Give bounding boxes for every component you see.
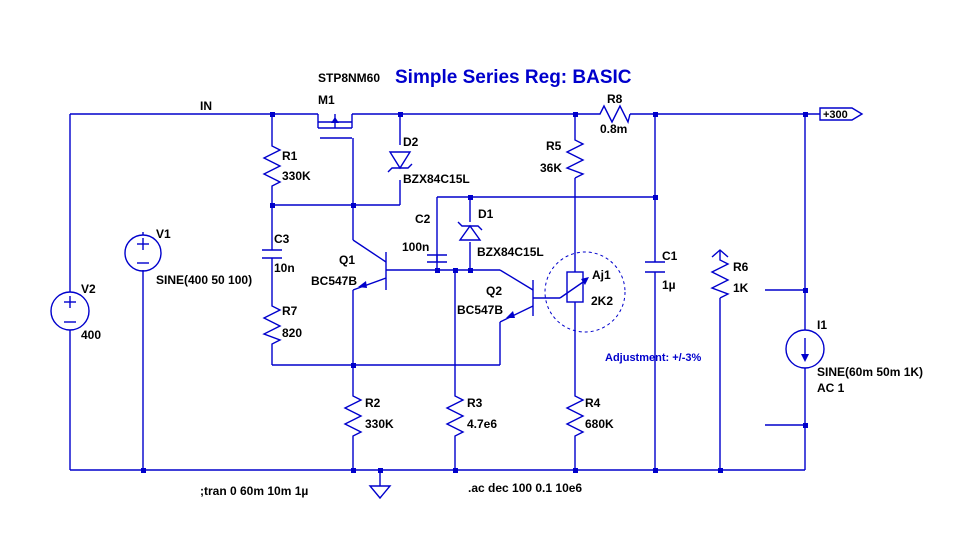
m1-model-label: STP8NM60: [318, 71, 380, 85]
r2-ref: R2: [365, 396, 381, 410]
junction: [803, 288, 808, 293]
m1-ref: M1: [318, 93, 335, 107]
potentiometer-aj1: Aj1 2K2 Adjustment: +/-3%: [544, 251, 701, 364]
junction: [573, 468, 578, 473]
c1-ref: C1: [662, 249, 678, 263]
r1-value: 330K: [282, 169, 311, 183]
junction: [653, 468, 658, 473]
c1-value: 1µ: [662, 278, 676, 292]
current-source-i1: I1 SINE(60m 50m 1K) AC 1: [785, 318, 923, 395]
q2-ref: Q2: [486, 284, 502, 298]
junction: [803, 423, 808, 428]
r8-ref: R8: [607, 92, 623, 106]
v2-value: 400: [81, 328, 101, 342]
c3-ref: C3: [274, 232, 290, 246]
junction: [653, 195, 658, 200]
r4-ref: R4: [585, 396, 601, 410]
i1-ref: I1: [817, 318, 827, 332]
v1-value: SINE(400 50 100): [156, 273, 252, 287]
junction: [573, 112, 578, 117]
junction: [141, 468, 146, 473]
output-port-flag: [819, 107, 864, 121]
wires: [69, 113, 820, 486]
junction: [351, 468, 356, 473]
i1-value: SINE(60m 50m 1K): [817, 365, 923, 379]
zener-d2: D2 BZX84C15L: [387, 135, 470, 186]
tran-directive: ;tran 0 60m 10m 1µ: [200, 484, 308, 498]
c2-value: 100n: [402, 240, 429, 254]
voltage-source-v2: V2 400: [50, 282, 101, 342]
junction: [453, 468, 458, 473]
schematic-title: Simple Series Reg: BASIC: [395, 67, 632, 88]
resistor-r6: R6 1K: [710, 249, 749, 299]
capacitor-c2: C2 100n: [402, 212, 447, 263]
r6-ref: R6: [733, 260, 749, 274]
zener-d1: D1 BZX84C15L: [457, 207, 544, 259]
r7-value: 820: [282, 326, 302, 340]
mosfet-m1: M1: [317, 93, 353, 139]
junction: [468, 268, 473, 273]
v2-ref: V2: [81, 282, 96, 296]
r5-ref: R5: [546, 139, 562, 153]
r1-ref: R1: [282, 149, 298, 163]
aj1-ref: Aj1: [592, 268, 611, 282]
r7-ref: R7: [282, 304, 298, 318]
junction: [435, 268, 440, 273]
r4-value: 680K: [585, 417, 614, 431]
resistor-r7: R7 820: [262, 300, 302, 345]
r6-value: 1K: [733, 281, 749, 295]
voltage-source-v1: V1 SINE(400 50 100): [124, 227, 252, 287]
r3-value: 4.7e6: [467, 417, 497, 431]
q1-model: BC547B: [311, 274, 357, 288]
resistor-r4: R4 680K: [565, 390, 614, 440]
r5-value: 36K: [540, 161, 562, 175]
transistor-q1: Q1 BC547B: [311, 239, 387, 291]
capacitor-c3: C3 10n: [262, 232, 295, 275]
q2-model: BC547B: [457, 303, 503, 317]
capacitor-c1: C1 1µ: [645, 249, 678, 292]
c3-value: 10n: [274, 261, 295, 275]
junction: [718, 468, 723, 473]
junction: [351, 363, 356, 368]
resistor-r5: R5 36K: [540, 135, 585, 179]
junction: [351, 203, 356, 208]
junction: [468, 195, 473, 200]
r8-value: 0.8m: [600, 122, 627, 136]
junction: [453, 268, 458, 273]
adjustment-note: Adjustment: +/-3%: [605, 352, 701, 364]
junctions: [141, 112, 808, 473]
q1-ref: Q1: [339, 253, 355, 267]
v1-ref: V1: [156, 227, 171, 241]
r3-ref: R3: [467, 396, 483, 410]
junction: [378, 468, 383, 473]
aj1-value: 2K2: [591, 294, 613, 308]
d1-model: BZX84C15L: [477, 245, 544, 259]
output-port: +300: [819, 107, 864, 121]
resistor-r3: R3 4.7e6: [445, 390, 497, 440]
ground-symbol: [368, 485, 392, 500]
junction: [270, 203, 275, 208]
r2-value: 330K: [365, 417, 394, 431]
d1-ref: D1: [478, 207, 494, 221]
resistor-r8: R8 0.8m: [596, 92, 631, 136]
net-label-in: IN: [200, 99, 212, 113]
resistor-r1: R1 330K: [262, 140, 311, 190]
d2-model: BZX84C15L: [403, 172, 470, 186]
junction: [653, 112, 658, 117]
junction: [270, 112, 275, 117]
transistor-q2: Q2 BC547B: [457, 269, 534, 323]
d2-ref: D2: [403, 135, 419, 149]
net-label-out: +300: [823, 109, 848, 121]
i1-extra: AC 1: [817, 381, 845, 395]
junction: [398, 112, 403, 117]
ac-directive: .ac dec 100 0.1 10e6: [468, 481, 582, 495]
adjustment-circle: [544, 251, 626, 333]
resistor-r2: R2 330K: [343, 390, 394, 440]
c2-ref: C2: [415, 212, 431, 226]
junction: [803, 112, 808, 117]
